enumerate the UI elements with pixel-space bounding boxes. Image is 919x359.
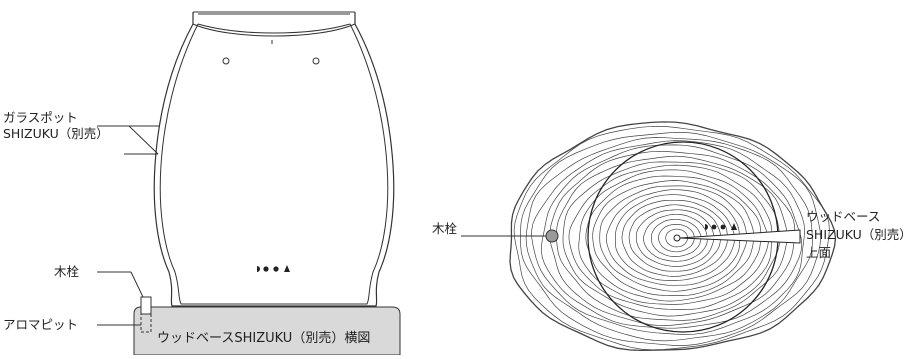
wood-grain-ring bbox=[568, 164, 773, 310]
pot-marks bbox=[257, 265, 290, 272]
wood-grain-ring bbox=[585, 175, 762, 302]
top-view-leader bbox=[679, 229, 801, 244]
center-point bbox=[673, 234, 681, 242]
wood-grain-ring bbox=[520, 131, 821, 346]
wood-grain-ring bbox=[635, 209, 715, 267]
wood-grain-ring bbox=[562, 161, 781, 317]
wood-grain-ring bbox=[540, 144, 803, 329]
base-side-view-label: ウッドベースSHIZUKU（別売）横図 bbox=[157, 331, 371, 346]
wood-grain-ring bbox=[513, 125, 830, 351]
wood-base-side bbox=[133, 306, 401, 356]
wood-grain-ring bbox=[599, 185, 748, 292]
wood-plug-label-left: 木栓 bbox=[54, 264, 80, 279]
glass-pot-label-line2: SHIZUKU（別売） bbox=[3, 126, 109, 141]
aroma-pit-label: アロマピット bbox=[3, 317, 79, 332]
wood-plug-side bbox=[140, 296, 152, 315]
wood-grain-ring bbox=[531, 140, 805, 335]
wood-grain-ring bbox=[651, 218, 702, 257]
glass-pot-label-line1: ガラスポット bbox=[3, 110, 78, 125]
wood-base-top-view bbox=[509, 121, 837, 352]
glass-pot-inner-wall bbox=[159, 23, 389, 305]
top-view-marks bbox=[705, 223, 737, 230]
glass-pot-label: ガラスポット SHIZUKU（別売） bbox=[3, 110, 109, 142]
wood-grain-ring bbox=[665, 228, 688, 248]
glass-pot-outline bbox=[153, 12, 395, 307]
wood-plug-label-right: 木栓 bbox=[432, 221, 458, 236]
wood-grain-ring bbox=[578, 169, 769, 305]
top-view-label: ウッドベース SHIZUKU（別売） 上面 bbox=[806, 208, 912, 262]
top-view-label-line3: 上面 bbox=[806, 245, 832, 260]
wood-grain-ring bbox=[525, 137, 813, 342]
wood-grain-ring bbox=[592, 180, 755, 296]
wood-grain-ring bbox=[628, 204, 721, 272]
wood-plug-top bbox=[545, 229, 559, 243]
pot-hole-right bbox=[312, 57, 320, 65]
wood-grain-ring bbox=[509, 121, 837, 352]
pot-hole-left bbox=[222, 57, 230, 65]
wood-grain-ring bbox=[621, 199, 728, 277]
aroma-pit-side bbox=[140, 313, 152, 333]
top-view-label-line1: ウッドベース bbox=[806, 209, 881, 224]
top-view-label-line2: SHIZUKU（別売） bbox=[806, 227, 912, 242]
wood-grain-ring bbox=[643, 213, 708, 262]
wood-grain-ring bbox=[615, 194, 736, 281]
glass-pot-rim bbox=[192, 11, 356, 37]
wood-grain-ring bbox=[658, 224, 695, 253]
wood-grain-ring bbox=[605, 189, 740, 286]
